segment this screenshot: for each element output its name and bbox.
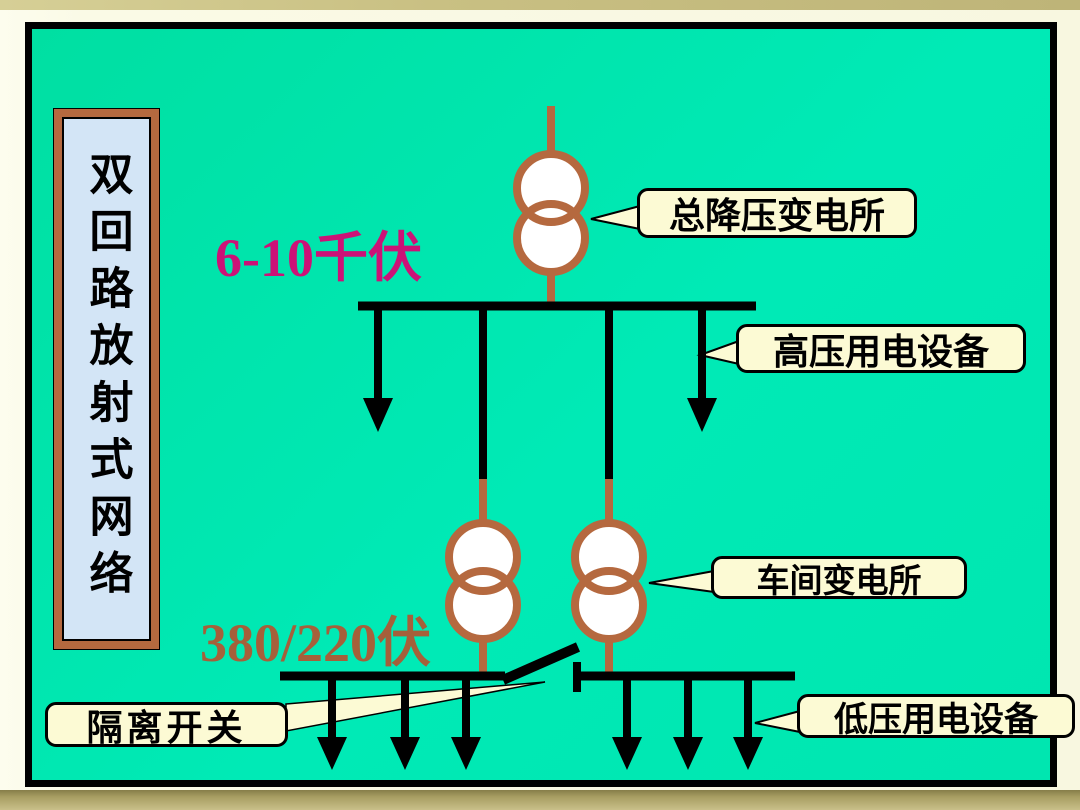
callout-hv-equipment: 高压用电设备 — [736, 324, 1026, 373]
top-decor-band — [0, 0, 1080, 10]
workshop-transformer-right-icon — [571, 519, 647, 643]
feeder-drops — [328, 306, 752, 740]
callout-main-substation-label: 总降压变电所 — [668, 196, 885, 236]
lv-load-arrow-icon — [451, 737, 481, 770]
lv-load-arrow-icon — [673, 737, 703, 770]
lv-voltage-label: 380/220伏 — [200, 613, 432, 673]
hv-voltage-label: 6-10千伏 — [215, 228, 422, 288]
callout-lv-equipment-label: 低压用电设备 — [834, 701, 1038, 739]
callout-main-substation: 总降压变电所 — [637, 188, 917, 238]
callout-lv-equipment: 低压用电设备 — [797, 694, 1075, 739]
disconnector-blade-icon — [500, 642, 581, 685]
callout-hv-equipment-label: 高压用电设备 — [772, 331, 989, 372]
workshop-substation-callout-tail-icon — [648, 569, 715, 594]
slide-title: 双回路放射式网络 — [82, 151, 132, 607]
isolating-switch-callout-tail-icon — [285, 681, 546, 732]
lv-load-arrow-icon — [733, 737, 763, 770]
load-arrowheads — [317, 398, 763, 770]
callout-isolating-switch: 隔离开关 — [45, 702, 288, 748]
workshop-transformer-left-icon — [445, 519, 521, 643]
title-box: 双回路放射式网络 — [53, 108, 160, 650]
main-transformer-icon — [513, 150, 589, 276]
callout-tails — [285, 204, 801, 734]
lv-load-arrow-icon — [390, 737, 420, 770]
lv-load-arrow-icon — [612, 737, 642, 770]
title-box-inner: 双回路放射式网络 — [62, 117, 151, 641]
lv-equipment-callout-tail-icon — [754, 709, 801, 734]
callout-isolating-switch-label: 隔离开关 — [86, 707, 247, 748]
callout-workshop-substation: 车间变电所 — [711, 556, 967, 600]
hv-load-arrow-icon — [363, 398, 393, 432]
hv-load-arrow-icon — [687, 398, 717, 432]
disconnector-icon — [500, 642, 581, 692]
callout-workshop-substation-label: 车间变电所 — [756, 563, 922, 600]
lv-load-arrow-icon — [317, 737, 347, 770]
bottom-decor-band — [0, 790, 1080, 810]
busbars — [280, 301, 795, 681]
main-substation-callout-tail-icon — [590, 204, 641, 231]
